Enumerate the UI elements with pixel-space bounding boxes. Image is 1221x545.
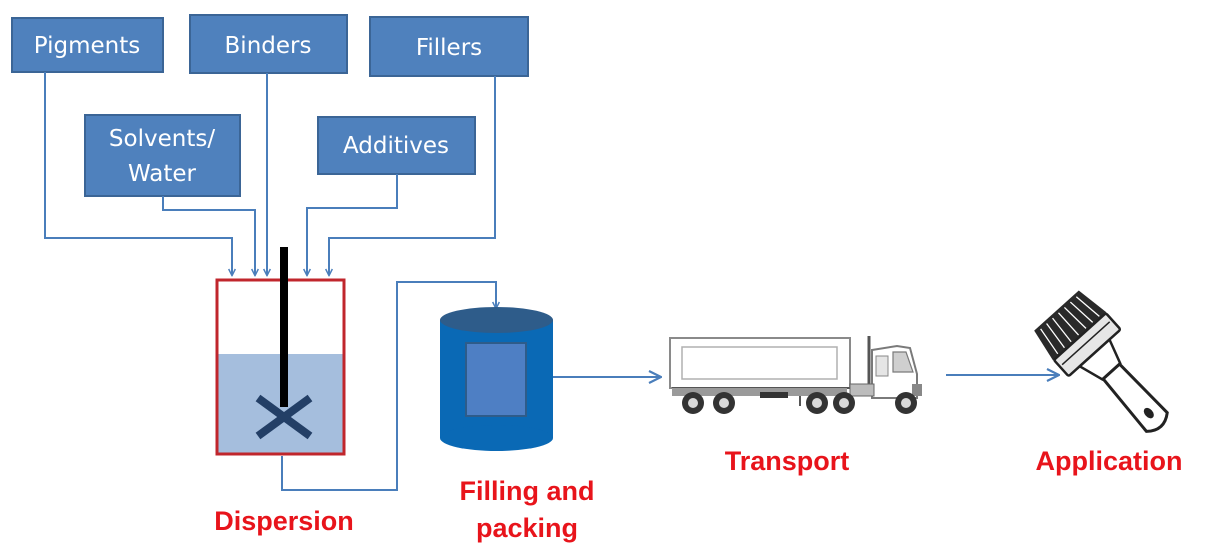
- transport-label: Transport: [725, 446, 850, 476]
- agitator-blade: [255, 394, 313, 440]
- fillers-feed-arrow: [329, 76, 496, 275]
- paint-brush-icon: [1034, 290, 1169, 433]
- drum-label-panel: [465, 342, 527, 417]
- pigments-label: Pigments: [34, 33, 141, 59]
- additives-label: Additives: [343, 133, 449, 159]
- input-box-binders: Binders: [189, 14, 348, 74]
- input-box-pigments: Pigments: [11, 17, 164, 73]
- agitator-shaft: [280, 247, 288, 407]
- dispersion-label: Dispersion: [214, 506, 354, 536]
- truck-icon: [669, 336, 922, 414]
- mixing-tank-icon: [215, 247, 346, 456]
- solvents-label-line1: Solvents/: [109, 126, 215, 152]
- fillers-label: Fillers: [416, 35, 482, 61]
- input-box-additives: Additives: [317, 116, 476, 175]
- binders-label: Binders: [225, 33, 312, 59]
- filling-label-line1: Filling and: [460, 476, 595, 506]
- input-box-fillers: Fillers: [369, 16, 529, 77]
- application-label: Application: [1036, 446, 1183, 476]
- input-box-solvents-water: Solvents/ Water: [84, 114, 241, 197]
- filling-label-line2: packing: [476, 513, 578, 543]
- solvents-label-line2: Water: [128, 161, 197, 187]
- pigments-feed-arrow: [44, 72, 232, 275]
- paint-drum-icon: [440, 307, 553, 451]
- dispersion-to-filling-arrow: [281, 281, 496, 491]
- truck-wheels: [682, 392, 917, 414]
- additives-feed-arrow: [307, 174, 398, 275]
- solvents-feed-arrow: [162, 196, 255, 275]
